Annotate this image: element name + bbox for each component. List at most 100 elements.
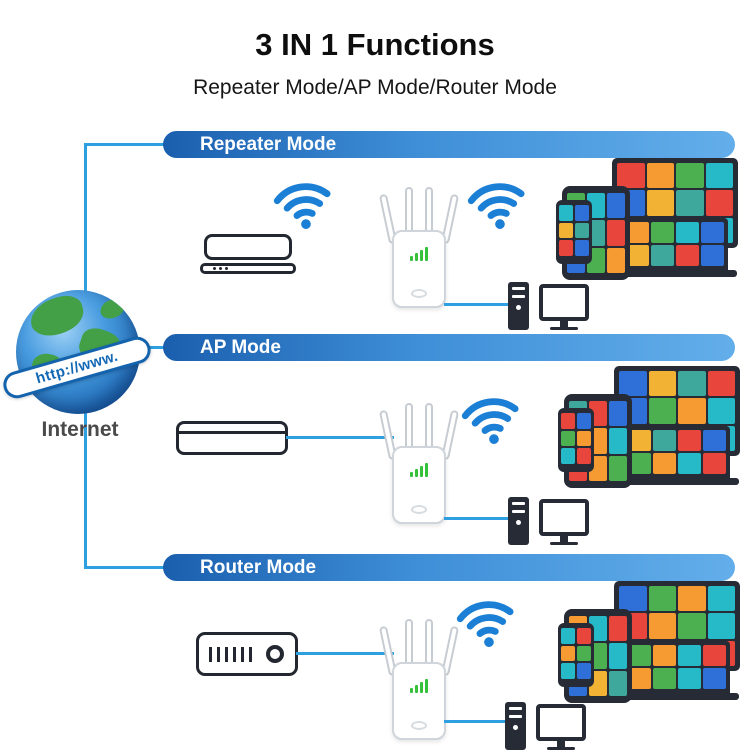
pc-monitor-icon: [536, 704, 586, 741]
vent-bar: [233, 647, 236, 662]
laptop-icon: [613, 218, 737, 277]
repeater-to-pc-cable: [444, 303, 512, 306]
app-tile: [561, 663, 575, 679]
tower-slot: [512, 502, 525, 505]
app-tile: [651, 222, 674, 243]
app-tile: [703, 645, 726, 666]
led-bar: [420, 250, 423, 261]
app-tile: [701, 245, 724, 266]
router-icon: [200, 234, 296, 274]
pc-tower-icon: [508, 282, 529, 330]
app-tile: [646, 190, 674, 216]
vent-bar: [217, 647, 220, 662]
wifi-repeater-device: [378, 402, 460, 527]
app-tile: [678, 645, 701, 666]
app-tile: [577, 448, 591, 464]
app-tile: [678, 586, 706, 612]
led-bar: [410, 256, 413, 261]
app-tile: [575, 205, 589, 221]
app-tile: [575, 222, 589, 239]
app-tile: [653, 645, 676, 666]
globe-continent: [97, 296, 127, 322]
app-tile: [559, 205, 573, 221]
connector-repeater-branch-line: [84, 143, 172, 146]
app-tile: [653, 668, 676, 689]
app-tile: [628, 645, 651, 666]
wifi-signal-icon: [456, 601, 514, 647]
led-bar: [410, 472, 413, 477]
led-bar: [425, 679, 428, 693]
page-title: 3 IN 1 Functions: [255, 27, 495, 62]
app-tile: [678, 371, 706, 397]
app-tile: [577, 663, 591, 679]
led-bar: [425, 247, 428, 261]
desktop-pc-icon: [508, 497, 596, 549]
app-tile: [559, 222, 573, 239]
app-tile: [617, 163, 645, 189]
app-tile: [678, 430, 701, 451]
app-tile-grid: [559, 205, 589, 256]
app-tile-grid: [628, 430, 726, 474]
modem-vents: [209, 647, 252, 662]
led-bar: [410, 688, 413, 693]
internet-label: Internet: [41, 418, 119, 441]
app-tile: [561, 430, 575, 447]
app-tile: [676, 163, 704, 189]
app-tile: [609, 455, 627, 481]
repeater-body: [392, 662, 446, 740]
repeater-led-indicator: [410, 247, 428, 261]
app-tile-grid: [561, 628, 591, 679]
phone-icon: [558, 408, 594, 472]
app-tile: [678, 398, 706, 424]
repeater-antenna: [405, 187, 413, 235]
app-tile: [577, 645, 591, 662]
repeater-wps-button: [411, 721, 427, 730]
app-tile: [628, 430, 651, 451]
tower-slot: [512, 287, 525, 290]
modem-button: [266, 645, 284, 663]
led-bar: [415, 685, 418, 693]
app-tile: [628, 668, 651, 689]
tower-slot: [509, 715, 522, 718]
led-bar: [415, 253, 418, 261]
desktop-pc-icon: [505, 702, 593, 750]
app-tile: [676, 245, 699, 266]
app-tile: [678, 613, 706, 639]
repeater-led-indicator: [410, 679, 428, 693]
app-tile: [607, 193, 625, 219]
repeater-to-pc-cable: [444, 517, 512, 520]
app-tile: [648, 371, 676, 397]
app-tile: [705, 163, 733, 189]
app-tile: [577, 430, 591, 447]
app-tile: [705, 190, 733, 216]
phone-icon: [558, 623, 594, 687]
tower-button: [516, 305, 521, 310]
repeater-wps-button: [411, 289, 427, 298]
app-tile: [609, 401, 627, 427]
wifi-signal-icon: [467, 183, 525, 229]
vent-bar: [225, 647, 228, 662]
app-tile: [561, 628, 575, 644]
app-tile: [648, 613, 676, 639]
tower-button: [516, 520, 521, 525]
app-tile: [619, 586, 647, 612]
app-tile: [575, 240, 589, 256]
vent-bar: [249, 647, 252, 662]
app-tile: [626, 245, 649, 266]
pc-tower-icon: [505, 702, 526, 750]
app-tile: [676, 222, 699, 243]
router-mode-label: Router Mode: [200, 556, 317, 578]
app-tile: [609, 616, 627, 642]
app-tile: [626, 222, 649, 243]
phone-icon: [556, 200, 592, 264]
laptop-icon: [615, 641, 739, 700]
app-tile: [707, 398, 735, 424]
router-top: [204, 234, 292, 260]
app-tile: [703, 453, 726, 474]
tower-slot: [509, 707, 522, 710]
repeater-mode-label: Repeater Mode: [200, 133, 337, 155]
app-tile: [607, 247, 625, 273]
page-subtitle: Repeater Mode/AP Mode/Router Mode: [193, 76, 557, 99]
app-tile: [561, 645, 575, 662]
repeater-body: [392, 446, 446, 524]
